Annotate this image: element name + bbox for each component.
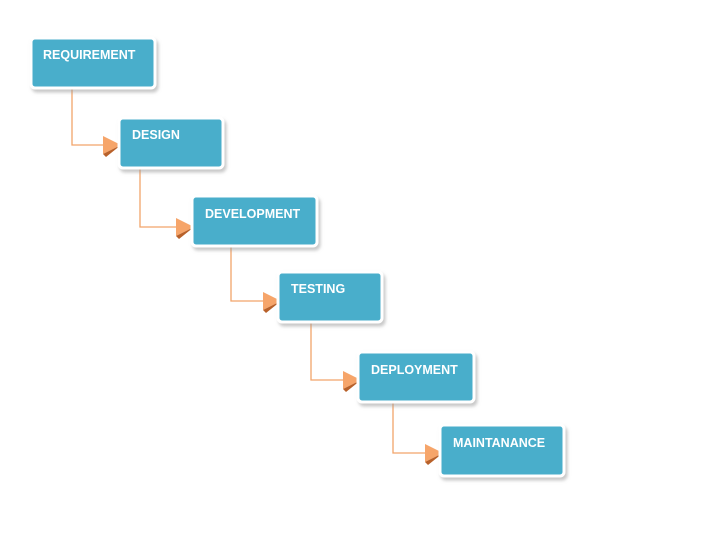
stage-box bbox=[438, 423, 566, 478]
stage-box bbox=[190, 194, 319, 248]
connector-4 bbox=[310, 322, 343, 381]
stage-design: DESIGN bbox=[117, 116, 225, 170]
stage-label: MAINTANANCE bbox=[453, 436, 545, 450]
stage-label: TESTING bbox=[291, 282, 345, 296]
connector-2 bbox=[139, 168, 176, 228]
connector-1 bbox=[71, 88, 103, 146]
stage-maintanance: MAINTANANCE bbox=[438, 423, 566, 478]
connector-5 bbox=[392, 402, 425, 454]
stage-label: REQUIREMENT bbox=[43, 48, 136, 62]
connectors bbox=[71, 88, 425, 454]
stage-box bbox=[117, 116, 225, 170]
stage-label: DESIGN bbox=[132, 128, 180, 142]
stage-requirement: REQUIREMENT bbox=[29, 36, 157, 90]
stage-deployment: DEPLOYMENT bbox=[356, 350, 476, 404]
stage-box bbox=[276, 270, 384, 324]
stage-testing: TESTING bbox=[276, 270, 384, 324]
stage-box bbox=[356, 350, 476, 404]
arrowheads bbox=[103, 136, 443, 465]
stage-development: DEVELOPMENT bbox=[190, 194, 319, 248]
stage-box bbox=[29, 36, 157, 90]
connector-3 bbox=[230, 246, 263, 302]
arrowhead-2 bbox=[176, 218, 194, 239]
arrowhead-1 bbox=[103, 136, 121, 157]
stage-label: DEPLOYMENT bbox=[371, 363, 458, 377]
stage-label: DEVELOPMENT bbox=[205, 207, 301, 221]
